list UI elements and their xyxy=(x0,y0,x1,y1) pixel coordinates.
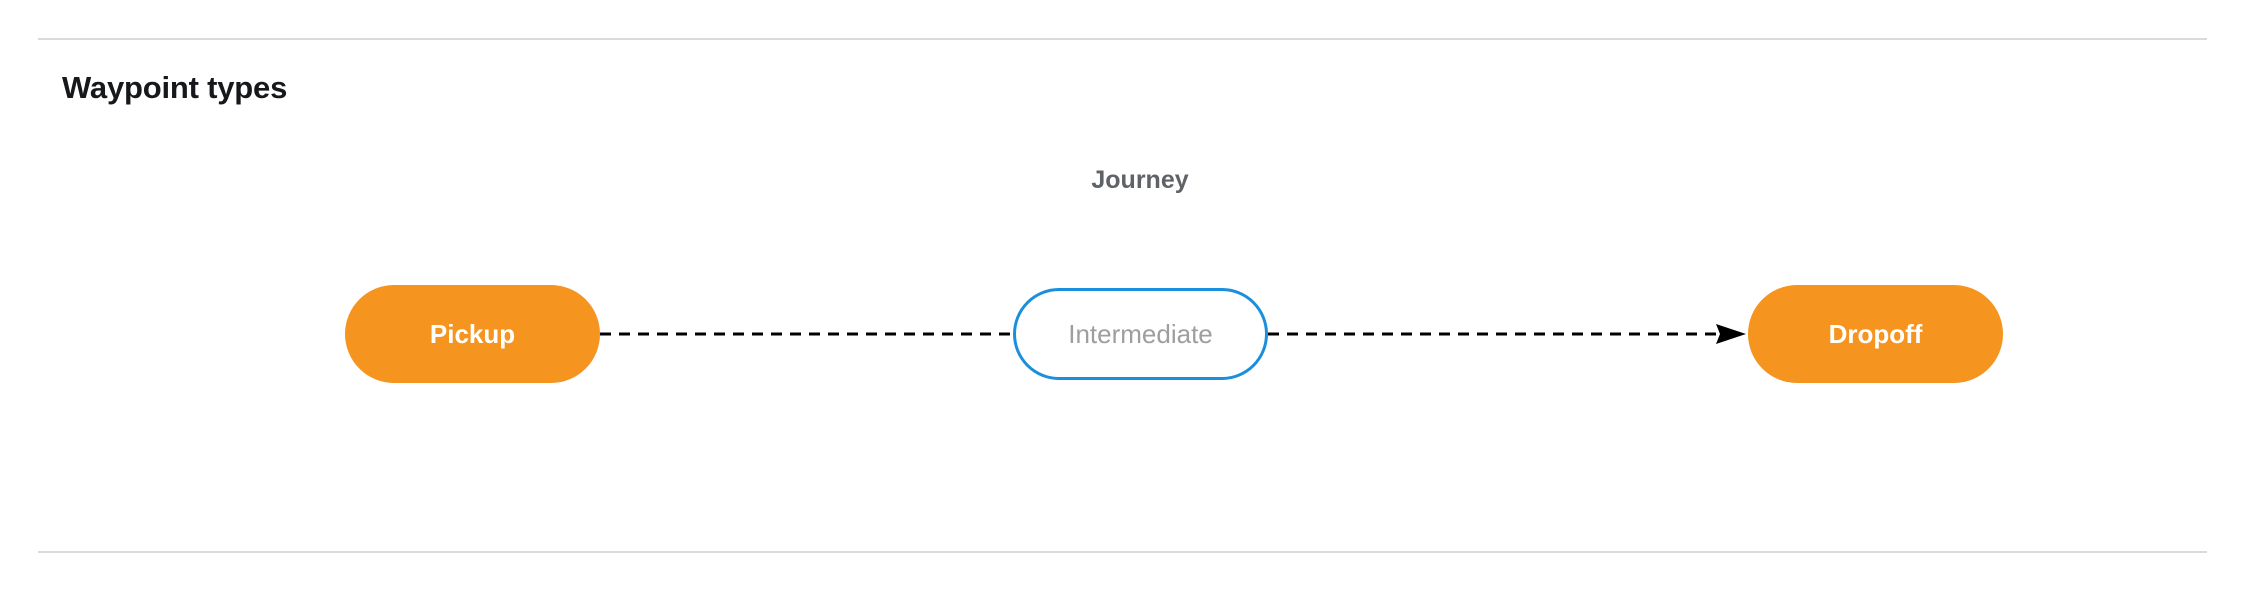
section-divider-top xyxy=(38,38,2207,40)
edge-intermediate-to-dropoff xyxy=(1268,324,1746,344)
node-pickup-label: Pickup xyxy=(429,318,516,349)
node-pickup[interactable]: Pickup xyxy=(345,285,600,383)
arrowhead-icon xyxy=(1716,324,1746,344)
node-dropoff-label: Dropoff xyxy=(1828,318,1923,349)
edge-pickup-to-intermediate xyxy=(600,332,1013,336)
page-title: Waypoint types xyxy=(62,70,288,105)
node-intermediate-label: Intermediate xyxy=(1068,318,1213,349)
journey-group-label: Journey xyxy=(1091,166,1189,194)
section-divider-bottom xyxy=(38,551,2207,553)
node-dropoff[interactable]: Dropoff xyxy=(1748,285,2003,383)
node-intermediate[interactable]: Intermediate xyxy=(1013,288,1268,380)
